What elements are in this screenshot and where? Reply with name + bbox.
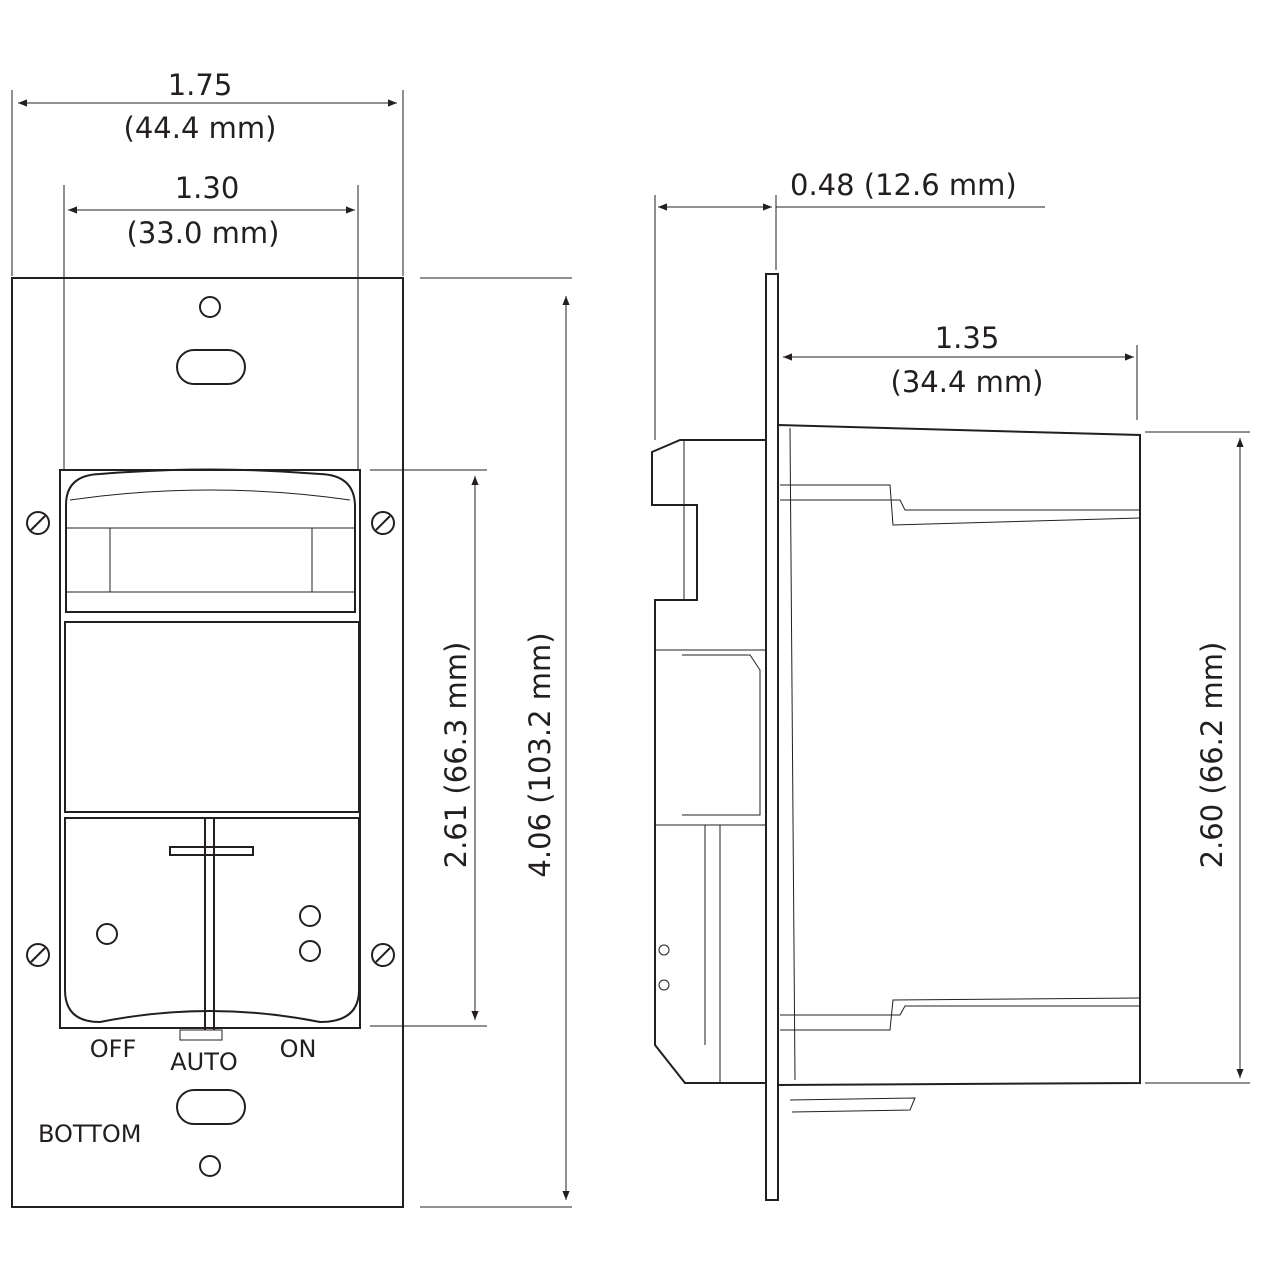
- mounting-hole: [199, 296, 221, 318]
- off-label: OFF: [90, 1035, 137, 1063]
- wall-plate: [11, 277, 404, 1208]
- auto-label: AUTO: [170, 1048, 238, 1076]
- depth-front-label: 0.48 (12.6 mm): [790, 168, 1017, 202]
- housing-detail: [655, 440, 766, 1083]
- width-sensor-value: 1.30: [175, 171, 240, 205]
- width-overall-value: 1.75: [168, 68, 233, 102]
- width-sensor-metric: (33.0 mm): [127, 216, 280, 250]
- depth-back-metric: (34.4 mm): [891, 365, 1044, 399]
- height-body-label: 2.60 (66.2 mm): [1195, 642, 1229, 869]
- box-edge: [789, 427, 796, 1081]
- wall-plate-side: [765, 273, 779, 1201]
- sensor-housing: [651, 439, 766, 1084]
- lens-window: [65, 527, 356, 593]
- indicator-hole: [658, 979, 670, 991]
- front-view: 1.75 (44.4 mm) 1.30 (33.0 mm) OFF AUTO: [11, 68, 572, 1208]
- screw: [371, 511, 395, 535]
- bottom-label: BOTTOM: [38, 1120, 141, 1148]
- indicator-hole: [299, 940, 321, 962]
- screw: [371, 943, 395, 967]
- mounting-hole: [199, 1155, 221, 1177]
- mounting-tab: [780, 484, 1141, 526]
- depth-back-value: 1.35: [935, 321, 1000, 355]
- height-sensor-label: 2.61 (66.3 mm): [439, 642, 473, 869]
- indicator-hole: [299, 905, 321, 927]
- screw: [26, 943, 50, 967]
- slider-handle: [169, 846, 254, 856]
- sensor-cover: [64, 621, 360, 813]
- mounting-tab: [780, 997, 1141, 1031]
- back-box: [777, 423, 1141, 1087]
- switch-lever: [789, 1097, 916, 1113]
- width-overall-metric: (44.4 mm): [124, 111, 277, 145]
- housing-detail: [682, 654, 761, 816]
- lens-curve: [69, 489, 351, 501]
- mounting-slot: [176, 1089, 246, 1125]
- indicator-hole: [658, 944, 670, 956]
- side-view: 0.48 (12.6 mm) 1.35 (34.4 mm) 2.60 (66.2…: [651, 168, 1250, 1201]
- mounting-slot: [176, 349, 246, 385]
- sensor-lens: [65, 468, 356, 613]
- height-overall-label: 4.06 (103.2 mm): [523, 632, 557, 877]
- screw: [26, 511, 50, 535]
- mode-switch: [179, 1029, 223, 1041]
- on-label: ON: [280, 1035, 317, 1063]
- switch-panel: [64, 817, 360, 1024]
- indicator-hole: [96, 923, 118, 945]
